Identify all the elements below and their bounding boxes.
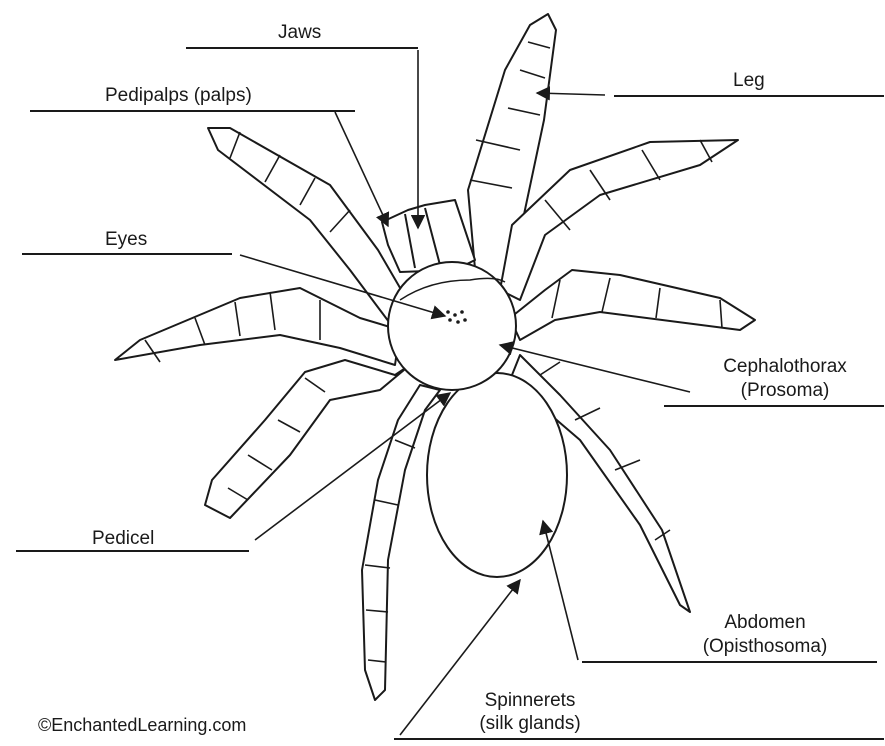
opisthosoma-label: (Opisthosoma) — [680, 636, 850, 658]
abdomen-pointer — [543, 521, 578, 660]
leg-label: Leg — [733, 70, 765, 92]
eyes-label: Eyes — [105, 229, 147, 251]
copyright-credit: ©EnchantedLearning.com — [38, 714, 246, 736]
abdomen-underline — [582, 661, 877, 663]
pedicel-underline — [16, 550, 249, 552]
leg-right-2 — [510, 270, 755, 340]
cephalothorax-label: Cephalothorax — [700, 356, 870, 378]
leg-left-2 — [115, 288, 400, 365]
pedipalps-label: Pedipalps (palps) — [105, 85, 252, 107]
spinnerets-underline — [394, 738, 884, 740]
cephalothorax-underline — [664, 405, 884, 407]
pedicel-label: Pedicel — [92, 528, 154, 550]
eyes-underline — [22, 253, 232, 255]
prosoma-label: (Prosoma) — [700, 380, 870, 402]
spinnerets-label: Spinnerets — [440, 690, 620, 712]
jaws-underline — [186, 47, 418, 49]
silk-glands-label: (silk glands) — [440, 713, 620, 735]
abdomen-label: Abdomen — [680, 612, 850, 634]
abdomen-shape — [427, 373, 567, 577]
leg-rear — [362, 385, 440, 700]
jaws-label: Jaws — [278, 22, 321, 44]
chelicerae — [382, 200, 475, 272]
leg-underline — [614, 95, 884, 97]
pedipalps-underline — [30, 110, 355, 112]
